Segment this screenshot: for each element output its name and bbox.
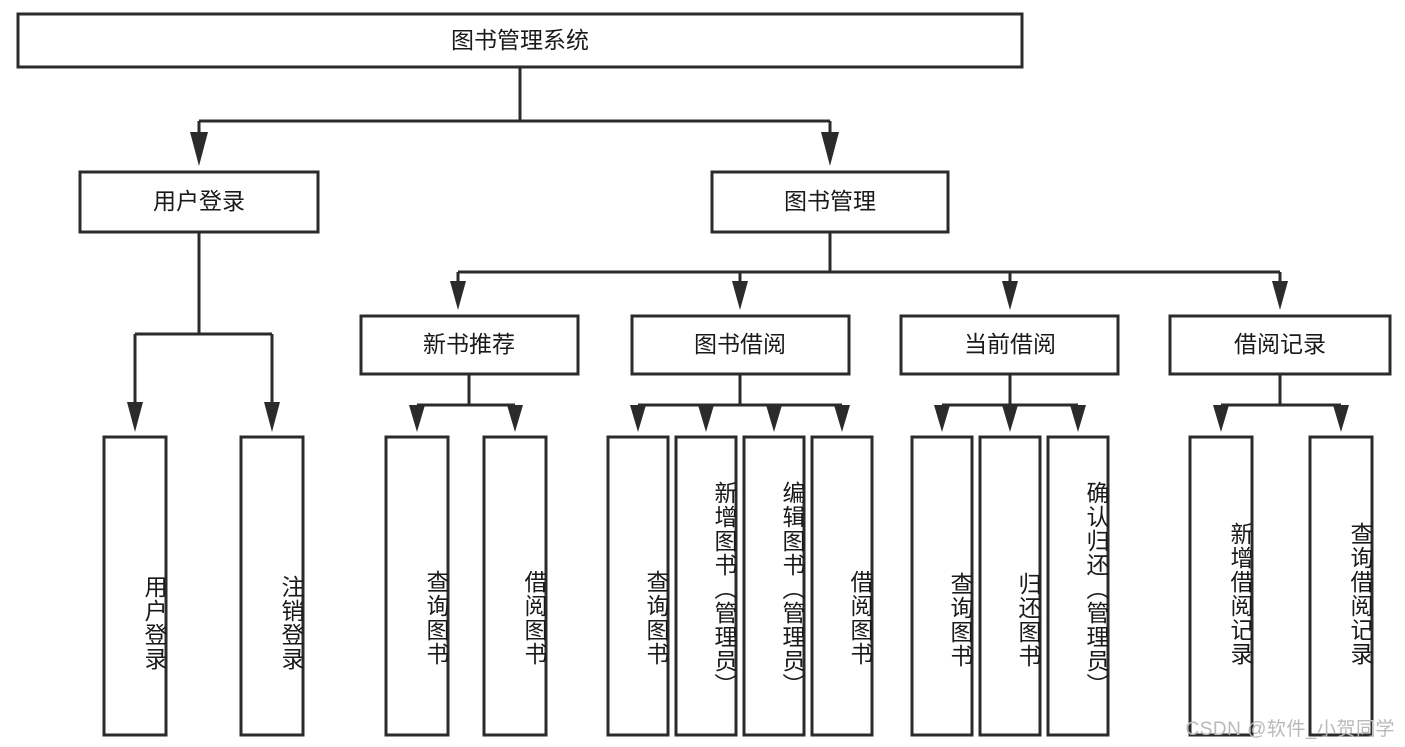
node-leaf-edit-book-admin-box[interactable] xyxy=(742,435,806,737)
arrow-head-leaf-add-borrow-record xyxy=(1213,405,1229,432)
arrow-head-leaf-borrow-book-rec xyxy=(507,405,523,432)
connector-group-current-borrow-leaves xyxy=(934,374,1086,432)
node-book-management[interactable]: 图书管理 xyxy=(710,170,950,234)
arrow-head-user-login xyxy=(190,132,208,166)
node-leaf-add-borrow-record-box[interactable] xyxy=(1188,435,1254,737)
connector-group-borrow-records-leaves xyxy=(1213,374,1349,432)
arrow-head-leaf-query-book-current xyxy=(934,405,950,432)
csdn-watermark: CSDN @软件_小贺同学 xyxy=(1185,719,1395,740)
connector-group-user-login-leaves xyxy=(127,232,280,432)
node-book-management-label: 图书管理 xyxy=(784,188,876,214)
arrow-head-leaf-user-login xyxy=(127,402,143,432)
node-user-login-box[interactable] xyxy=(78,170,320,234)
node-leaf-add-book-admin-box[interactable] xyxy=(674,435,738,737)
node-root-system-box[interactable] xyxy=(16,12,1024,69)
arrow-head-leaf-return-book xyxy=(1002,405,1018,432)
node-user-login[interactable]: 用户登录 xyxy=(78,170,320,234)
node-borrow-records[interactable]: 借阅记录 xyxy=(1168,314,1392,376)
node-leaf-confirm-return-admin-box[interactable] xyxy=(1046,435,1110,737)
node-leaf-return-book-box[interactable] xyxy=(978,435,1042,737)
node-current-borrow[interactable]: 当前借阅 xyxy=(899,314,1120,376)
node-leaf-borrow-book-box[interactable] xyxy=(810,435,874,737)
arrow-head-leaf-user-logout xyxy=(264,402,280,432)
node-new-book-recommend-box[interactable] xyxy=(359,314,580,376)
node-root-system-label: 图书管理系统 xyxy=(451,27,589,53)
node-current-borrow-label: 当前借阅 xyxy=(964,331,1056,357)
arrow-head-borrow-records xyxy=(1272,281,1288,310)
node-leaf-query-book-current-box[interactable] xyxy=(910,435,974,737)
node-leaf-borrow-book-rec-box[interactable] xyxy=(482,435,548,737)
arrow-head-leaf-borrow-book xyxy=(834,405,850,432)
node-book-management-box[interactable] xyxy=(710,170,950,234)
node-new-book-recommend[interactable]: 新书推荐 xyxy=(359,314,580,376)
node-leaf-query-borrow-record-box[interactable] xyxy=(1308,435,1374,737)
node-book-borrow-label: 图书借阅 xyxy=(694,331,786,357)
connector-group-book-management-to-level3 xyxy=(450,232,1288,310)
node-user-login-label: 用户登录 xyxy=(153,188,245,214)
node-leaf-user-logout-box[interactable] xyxy=(239,435,305,737)
node-leaf-query-book-borrow-box[interactable] xyxy=(606,435,670,737)
arrow-head-leaf-confirm-return-admin xyxy=(1070,405,1086,432)
node-borrow-records-label: 借阅记录 xyxy=(1234,331,1326,357)
arrow-head-leaf-query-book-borrow xyxy=(630,405,646,432)
node-root-system[interactable]: 图书管理系统 xyxy=(16,12,1024,69)
connector-group-new-book-recommend-leaves xyxy=(409,374,523,432)
arrow-head-new-book-recommend xyxy=(450,281,466,310)
node-borrow-records-box[interactable] xyxy=(1168,314,1392,376)
arrow-head-book-management xyxy=(821,132,839,166)
arrow-head-leaf-add-book-admin xyxy=(698,405,714,432)
arrow-head-leaf-query-borrow-record xyxy=(1333,405,1349,432)
node-new-book-recommend-label: 新书推荐 xyxy=(423,331,515,357)
connector-group-root-to-level2 xyxy=(190,67,839,166)
arrow-head-leaf-query-book-rec xyxy=(409,405,425,432)
arrow-head-book-borrow xyxy=(732,281,748,310)
connector-group-book-borrow-leaves xyxy=(630,374,850,432)
node-current-borrow-box[interactable] xyxy=(899,314,1120,376)
node-leaf-query-book-rec-box[interactable] xyxy=(384,435,450,737)
arrow-head-current-borrow xyxy=(1002,281,1018,310)
arrow-head-leaf-edit-book-admin xyxy=(766,405,782,432)
node-leaf-user-login-box[interactable] xyxy=(102,435,168,737)
node-book-borrow[interactable]: 图书借阅 xyxy=(630,314,851,376)
node-book-borrow-box[interactable] xyxy=(630,314,851,376)
